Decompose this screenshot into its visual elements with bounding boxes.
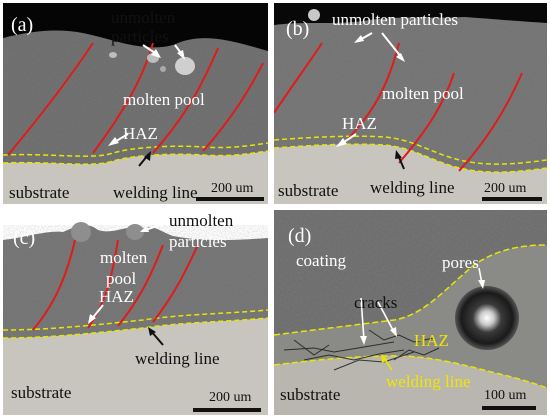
panel-b-micrograph	[274, 3, 547, 204]
annotation-cracks: cracks	[354, 293, 398, 312]
annotation-pores: pores	[442, 253, 479, 272]
annotation-molten: molten	[100, 248, 148, 267]
annotation-welding-line: welding line	[386, 372, 471, 391]
scale-label-b: 200 um	[484, 181, 527, 196]
annotation-molten-pool: molten pool	[123, 90, 205, 109]
panel-c: (c) unmolten particles molten pool HAZ w…	[3, 210, 268, 415]
panel-b-label: (b)	[286, 18, 310, 40]
panel-a-micrograph	[3, 3, 268, 204]
scale-label-c: 200 um	[209, 390, 252, 405]
panel-d-micrograph	[274, 210, 547, 415]
scale-bar-d	[482, 406, 536, 410]
annotation-welding-line: welding line	[135, 349, 220, 368]
annotation-particles: particles	[111, 27, 169, 46]
annotation-haz: HAZ	[414, 331, 449, 350]
panel-d-label: (d)	[288, 225, 312, 247]
annotation-substrate: substrate	[11, 383, 72, 402]
annotation-unmolten: unmolten	[169, 211, 234, 230]
annotation-coating: coating	[296, 251, 347, 270]
annotation-unmolten: unmolten	[111, 8, 176, 27]
panel-d: (d) coating pores cracks HAZ substrate w…	[274, 210, 547, 415]
annotation-haz: HAZ	[99, 287, 134, 306]
annotation-substrate: substrate	[9, 183, 70, 202]
annotation-welding-line: welding line	[370, 178, 455, 197]
panel-c-label: (c)	[13, 227, 36, 249]
panel-a: (a) unmolten particles molten pool HAZ s…	[3, 3, 268, 204]
annotation-pool: pool	[106, 269, 137, 288]
panel-b: (b) unmolten particles molten pool HAZ s…	[274, 3, 547, 204]
annotation-haz: HAZ	[342, 114, 377, 133]
scale-label-d: 100 um	[484, 388, 527, 403]
annotation-particles: particles	[169, 232, 227, 251]
scale-bar-c	[193, 408, 261, 412]
annotation-substrate: substrate	[278, 181, 339, 200]
scale-label-a: 200 um	[211, 181, 254, 196]
annotation-haz: HAZ	[123, 124, 158, 143]
annotation-substrate: substrate	[280, 385, 341, 404]
annotation-unmolten-particles: unmolten particles	[332, 10, 459, 29]
annotation-molten-pool: molten pool	[382, 84, 464, 103]
scale-bar-a	[196, 197, 264, 201]
scale-bar-b	[482, 197, 542, 201]
panel-c-micrograph	[3, 210, 268, 415]
annotation-welding-line: welding line	[113, 183, 198, 202]
panel-a-label: (a)	[11, 14, 34, 36]
